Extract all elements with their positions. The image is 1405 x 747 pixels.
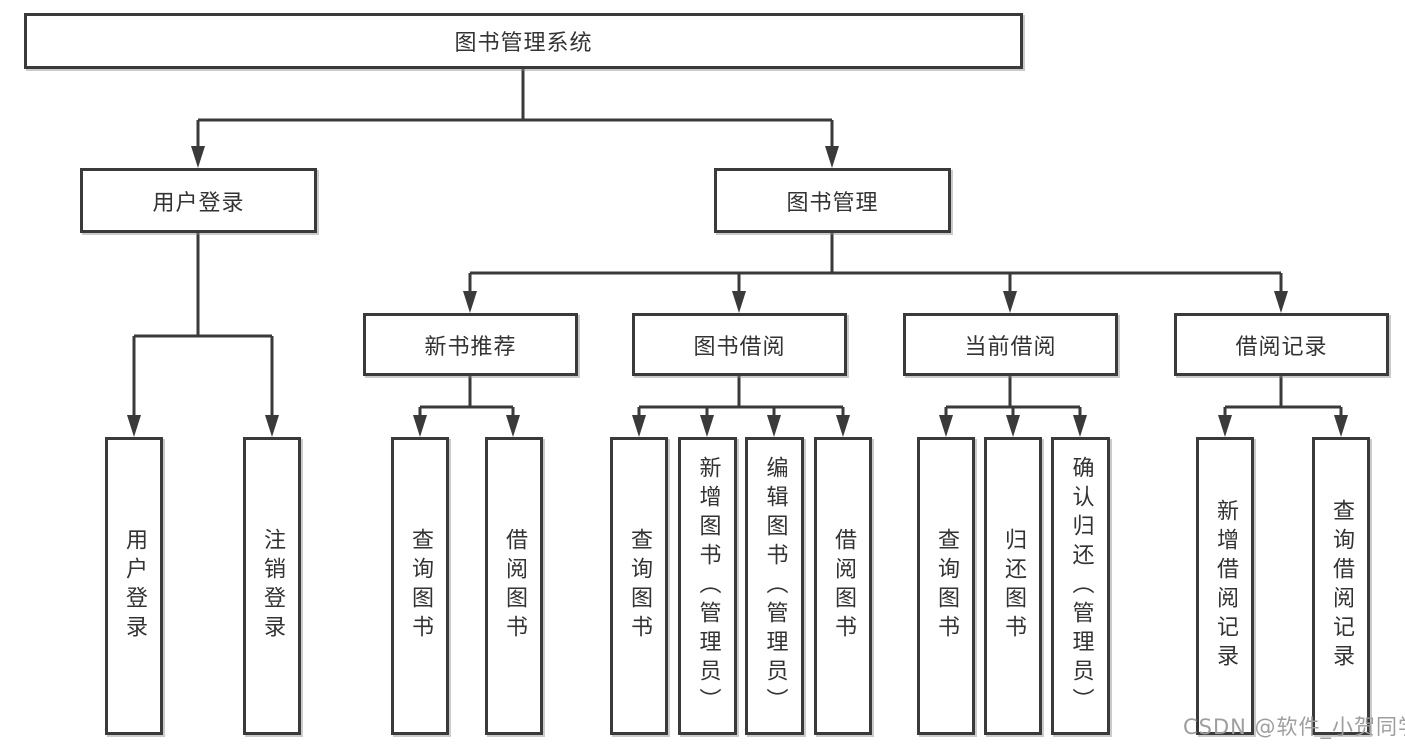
leaf-add-borrow-record: 新增借阅记录: [1196, 437, 1254, 735]
leaf-borrow-books-recommend: 借阅图书: [485, 437, 543, 735]
csdn-watermark: CSDN @软件_小贺同学: [1183, 715, 1405, 739]
leaf-confirm-return-admin: 确认归还（管理员）: [1051, 437, 1110, 735]
node-user-login: 用户登录: [80, 168, 317, 233]
leaf-query-books-current: 查询图书: [917, 437, 975, 735]
node-book-management: 图书管理: [714, 168, 951, 233]
arrowheads: [127, 146, 1348, 437]
leaf-add-books-admin: 新增图书（管理员）: [678, 437, 737, 735]
node-borrowing-records: 借阅记录: [1174, 313, 1389, 376]
leaf-query-books-recommend: 查询图书: [391, 437, 449, 735]
leaf-return-books: 归还图书: [984, 437, 1042, 735]
leaf-logout: 注销登录: [243, 437, 301, 735]
leaf-query-books-borrow: 查询图书: [610, 437, 668, 735]
leaf-borrow-books: 借阅图书: [814, 437, 872, 735]
node-book-borrowing: 图书借阅: [632, 313, 847, 376]
leaf-query-borrow-record: 查询借阅记录: [1312, 437, 1370, 735]
node-library-management-system: 图书管理系统: [24, 13, 1023, 69]
leaf-user-login: 用户登录: [105, 437, 163, 735]
leaf-edit-books-admin: 编辑图书（管理员）: [745, 437, 804, 735]
node-current-borrowing: 当前借阅: [903, 313, 1118, 376]
node-new-book-recommendation: 新书推荐: [363, 313, 578, 376]
